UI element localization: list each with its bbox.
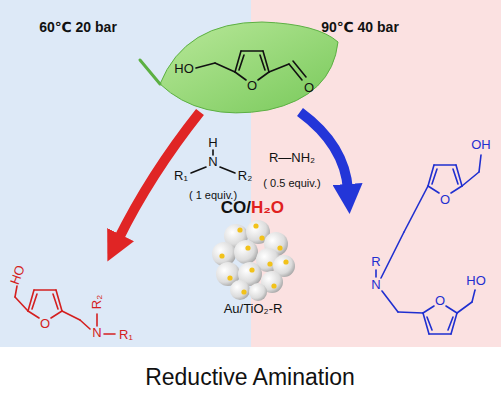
substituent-label: R₁ [119,328,133,342]
atom-label: H [208,136,217,150]
substituent-label: R [371,255,380,269]
substituent-label: R₂ [238,169,252,183]
catalyst-label: Au/TiO₂-R [224,302,283,316]
caption: Reductive Amination [145,365,355,390]
atom-label: O [435,294,445,308]
atom-label: HO [174,62,194,76]
atom-label: N [92,326,101,340]
atom-label: N [208,155,217,169]
atom-label: HO [8,263,28,286]
equivalents-note: ( 0.5 equiv.) [263,177,320,189]
atom-label: OH [471,138,491,152]
reaction-arrow [118,112,200,240]
atom-label: O [440,193,450,207]
atom-label: O [247,79,257,93]
amine-formula: R—NH₂ [269,151,315,165]
bis-amine-product [376,155,481,334]
atom-label: N [371,278,380,292]
atom-label: HO [466,274,486,288]
atom-label: O [40,317,50,331]
substituent-label: R₁ [174,169,188,183]
amine-bonds [191,150,235,173]
leaf [140,22,338,113]
condition-text: 90℃ 40 bar [321,20,399,35]
catalyst-cluster [212,220,295,301]
substituent-label: R₂ [90,295,104,309]
reagent-label: H₂O [251,199,284,218]
hmf-structure [196,51,306,80]
atom-label: O [304,81,314,95]
reagent-label: CO/ [221,199,251,218]
condition-text: 60℃ 20 bar [39,20,117,35]
